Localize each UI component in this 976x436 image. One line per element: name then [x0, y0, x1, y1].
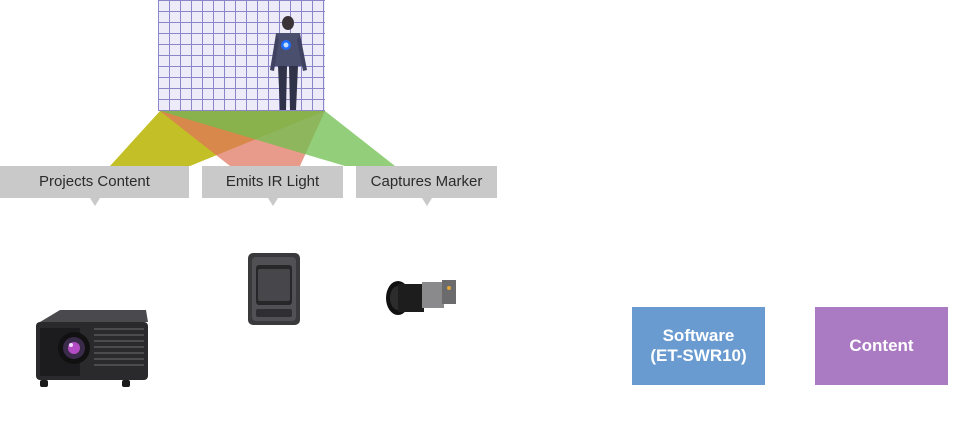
content-box-label: Content	[849, 336, 914, 355]
callout-emits-ir-light: Emits IR Light	[202, 166, 343, 206]
person-figure	[270, 16, 307, 110]
ir-emitter-image	[248, 253, 300, 325]
callout-captures-marker: Captures Marker	[356, 166, 497, 206]
callout-captures-label: Captures Marker	[370, 173, 483, 190]
camera-beam	[160, 111, 395, 166]
projection-screen	[158, 0, 325, 111]
software-box: Software (ET-SWR10)	[632, 307, 765, 385]
callout-emits-label: Emits IR Light	[225, 173, 320, 190]
software-box-label: Software (ET-SWR10)	[650, 326, 747, 365]
projector-image	[36, 310, 148, 387]
camera-image	[386, 280, 456, 315]
callout-projects-content: Projects Content	[0, 166, 189, 206]
projection-beams	[110, 111, 395, 166]
callout-projects-label: Projects Content	[39, 173, 150, 190]
content-box: Content	[815, 307, 948, 385]
